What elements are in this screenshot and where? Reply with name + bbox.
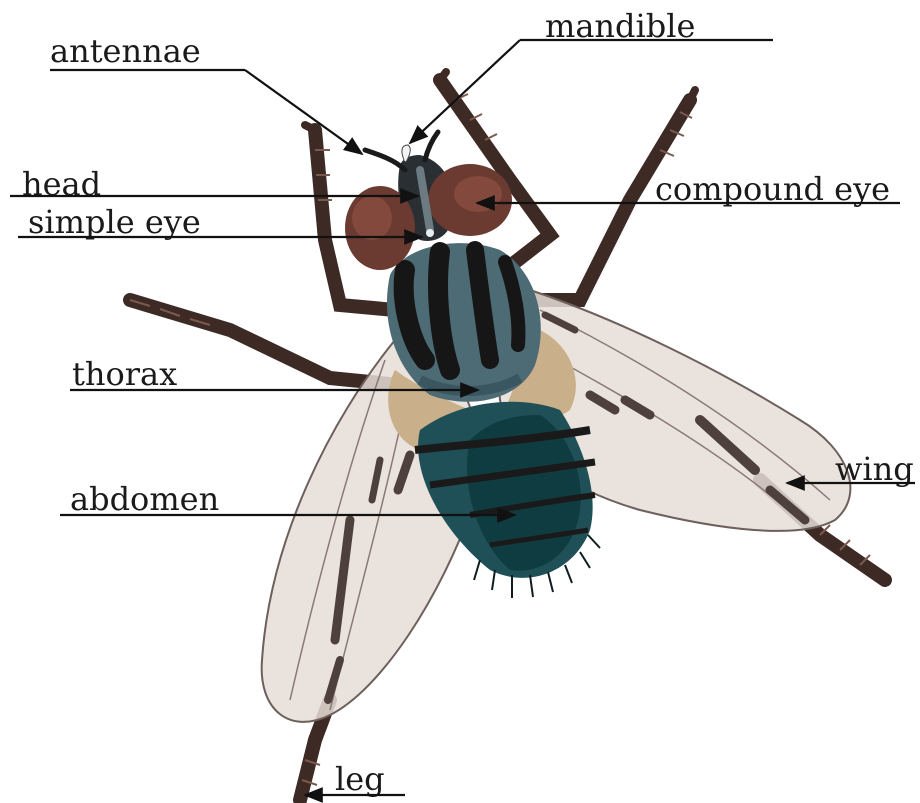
label-simple-eye: simple eye [28, 203, 201, 241]
label-antennae: antennae [50, 32, 201, 70]
label-thorax: thorax [72, 355, 177, 393]
label-head: head [22, 165, 101, 203]
label-abdomen: abdomen [70, 480, 219, 518]
label-leg: leg [335, 760, 385, 798]
antennae-leader [245, 70, 362, 154]
